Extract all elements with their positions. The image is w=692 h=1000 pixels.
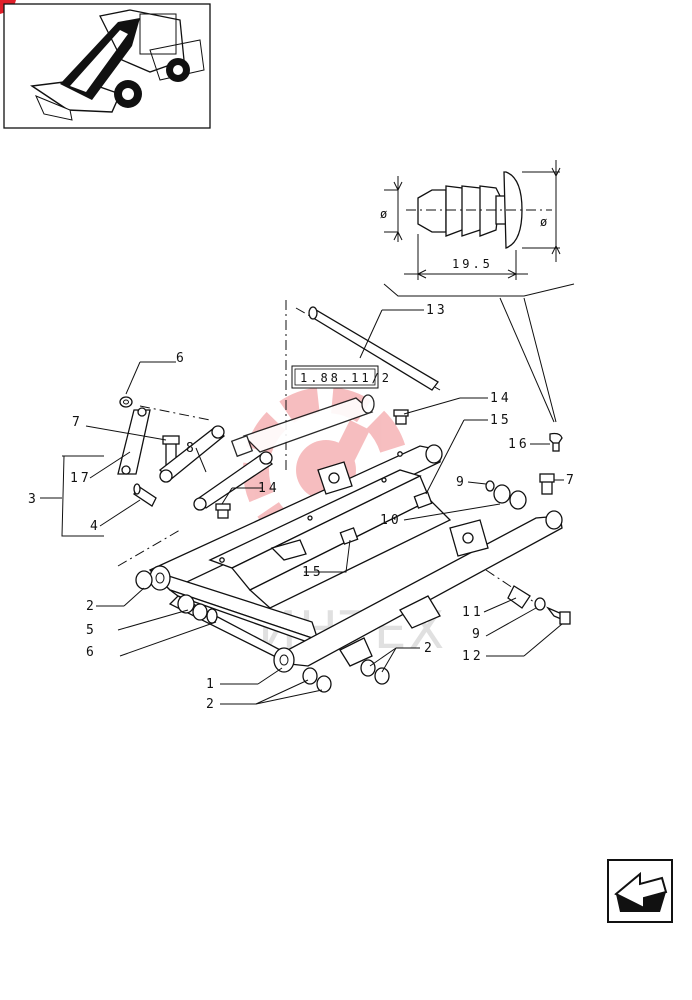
bushings-2-5-6-left bbox=[135, 570, 218, 624]
svg-text:1.88.11/2: 1.88.11/2 bbox=[300, 371, 392, 385]
callout-6[interactable]: 6 bbox=[176, 351, 187, 366]
callout-1[interactable]: 1 bbox=[206, 677, 217, 692]
callout-15-lower[interactable]: 15 bbox=[302, 565, 324, 580]
callout-2-bottom[interactable]: 2 bbox=[206, 697, 217, 712]
callout-12[interactable]: 12 bbox=[462, 649, 484, 664]
link-plate-17 bbox=[117, 407, 151, 475]
bushings-9-10-right bbox=[485, 480, 527, 510]
callout-13[interactable]: 13 bbox=[426, 303, 448, 318]
hydraulic-cylinder bbox=[230, 394, 375, 458]
callout-7-right[interactable]: 7 bbox=[566, 473, 577, 488]
leader-lines bbox=[40, 309, 564, 705]
callout-11[interactable]: 11 bbox=[462, 605, 484, 620]
loader-frame-1 bbox=[148, 444, 563, 673]
grease-nipple-7-right bbox=[539, 473, 555, 495]
callout-16[interactable]: 16 bbox=[508, 437, 530, 452]
next-page-arrow-icon bbox=[614, 871, 668, 912]
callout-4[interactable]: 4 bbox=[90, 519, 101, 534]
grease-nipple-detail: ø ø 19.5 bbox=[380, 160, 575, 423]
callout-7-left[interactable]: 7 bbox=[72, 415, 83, 430]
bushing-15-upper bbox=[413, 491, 433, 509]
bolt-12 bbox=[546, 606, 571, 625]
pivot-pin-13 bbox=[308, 306, 439, 391]
detail-diameter-right: ø bbox=[540, 215, 550, 229]
callout-10[interactable]: 10 bbox=[380, 513, 402, 528]
callout-8[interactable]: 8 bbox=[186, 441, 197, 456]
callout-9-lower[interactable]: 9 bbox=[472, 627, 483, 642]
detail-diameter-left: ø bbox=[380, 207, 390, 221]
reference-box[interactable]: 1.88.11/2 bbox=[291, 365, 392, 389]
callout-9-upper[interactable]: 9 bbox=[456, 475, 467, 490]
callout-3[interactable]: 3 bbox=[28, 492, 39, 507]
callout-2-right[interactable]: 2 bbox=[424, 641, 435, 656]
callout-14-lower[interactable]: 14 bbox=[258, 481, 280, 496]
pin-4 bbox=[133, 483, 157, 507]
bushings-2-bottom bbox=[302, 659, 390, 693]
pin-11 bbox=[507, 585, 531, 609]
machine-thumbnail[interactable] bbox=[3, 3, 211, 129]
grease-nipple-14-lower bbox=[215, 503, 231, 519]
callout-6-lower[interactable]: 6 bbox=[86, 645, 97, 660]
washer-6 bbox=[119, 396, 133, 408]
callout-17[interactable]: 17 bbox=[70, 471, 92, 486]
grease-nipple-14-upper bbox=[393, 409, 409, 425]
next-page-button[interactable] bbox=[607, 859, 673, 923]
washer-9-lower bbox=[534, 597, 546, 611]
callout-15-upper[interactable]: 15 bbox=[490, 413, 512, 428]
grease-nipple-16 bbox=[549, 432, 563, 452]
detail-length-dimension: 19.5 bbox=[452, 257, 493, 271]
backhoe-loader-thumbnail-icon bbox=[30, 9, 205, 121]
callout-5[interactable]: 5 bbox=[86, 623, 97, 638]
callout-14-upper[interactable]: 14 bbox=[490, 391, 512, 406]
connecting-rod-8 bbox=[159, 425, 274, 511]
bushing-15-lower bbox=[339, 527, 359, 545]
callout-2-left[interactable]: 2 bbox=[86, 599, 97, 614]
